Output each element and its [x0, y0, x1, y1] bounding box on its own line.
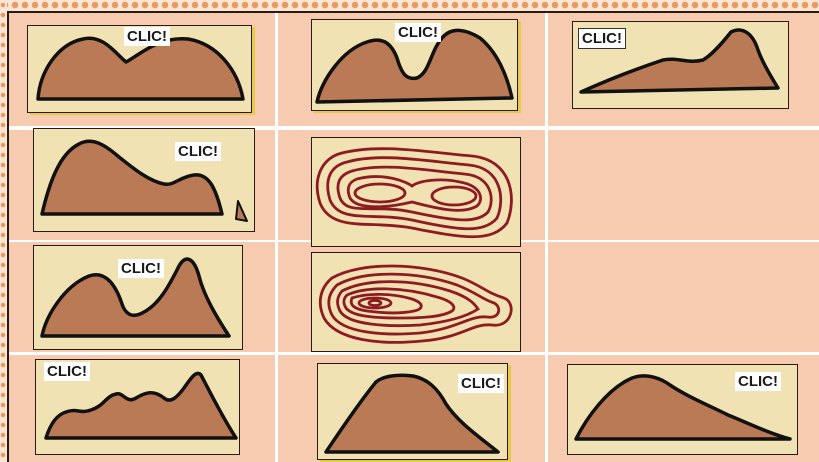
grid-vline-2: [545, 13, 548, 462]
profile-card-7[interactable]: CLIC!: [317, 363, 508, 460]
clic-button-3[interactable]: CLIC!: [578, 28, 626, 49]
clic-button-4[interactable]: CLIC!: [175, 142, 221, 161]
frame-left-line: [7, 11, 9, 462]
decorative-left-border: [0, 0, 7, 462]
clic-button-1[interactable]: CLIC!: [124, 27, 170, 46]
profile-card-1[interactable]: CLIC!: [27, 25, 252, 113]
clic-button-6[interactable]: CLIC!: [44, 362, 90, 381]
profile-card-3[interactable]: CLIC!: [572, 21, 789, 109]
frame-top-line: [7, 11, 819, 13]
clic-button-8[interactable]: CLIC!: [735, 372, 781, 391]
contour-map-card-1[interactable]: [311, 137, 521, 247]
mountain-profile-4: [34, 129, 256, 233]
clic-button-2[interactable]: CLIC!: [395, 23, 441, 42]
contour-map-two-peaks: [312, 138, 522, 248]
clic-button-5[interactable]: CLIC!: [118, 259, 164, 278]
contour-map-one-peak: [312, 253, 522, 353]
contour-map-card-2[interactable]: [311, 252, 521, 352]
profile-card-8[interactable]: CLIC!: [567, 364, 798, 455]
clic-button-7[interactable]: CLIC!: [458, 374, 504, 393]
profile-card-4[interactable]: CLIC!: [33, 128, 255, 232]
decorative-top-border: [0, 0, 819, 11]
profile-card-5[interactable]: CLIC!: [33, 245, 243, 350]
profile-card-6[interactable]: CLIC!: [35, 359, 240, 455]
profile-card-2[interactable]: CLIC!: [311, 19, 518, 111]
grid-vline-1: [275, 13, 278, 462]
